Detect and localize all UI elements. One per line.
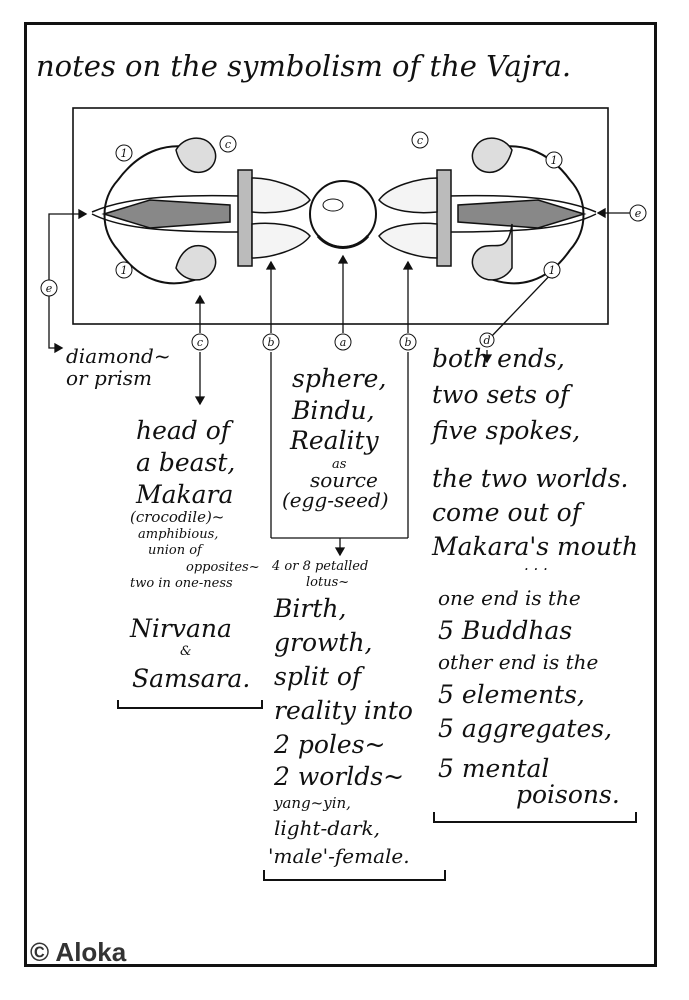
label-buddhas-line2: 5 Buddhas bbox=[438, 616, 573, 645]
label-ends-line2: two sets of bbox=[432, 380, 570, 409]
lotus-left-upper bbox=[251, 177, 311, 214]
label-ends-line3: five spokes, bbox=[432, 416, 581, 445]
marker-b-left bbox=[262, 333, 280, 351]
marker-e-left bbox=[40, 279, 58, 297]
label-buddhas-line6: 5 mental bbox=[438, 754, 550, 783]
vajra-right-prong-bottom bbox=[447, 213, 597, 233]
label-beast-line7: opposites~ bbox=[186, 560, 260, 575]
label-beast-line1: head of bbox=[136, 416, 231, 445]
label-buddhas-line4: 5 elements, bbox=[438, 680, 585, 709]
birth-underline bbox=[263, 870, 446, 881]
label-birth-line8: light-dark, bbox=[274, 816, 381, 840]
marker-1-right-top bbox=[545, 151, 563, 169]
label-ends-dots: . . . bbox=[524, 556, 548, 574]
label-beast-line4: (crocodile)~ bbox=[130, 508, 225, 526]
marker-c-left bbox=[219, 135, 237, 153]
label-samsara: Samsara. bbox=[132, 664, 251, 693]
copyright-notice: © Aloka bbox=[30, 937, 127, 967]
label-lotus-line2: lotus~ bbox=[306, 575, 350, 590]
left-collar bbox=[237, 169, 253, 267]
label-ampersand: & bbox=[180, 644, 192, 659]
marker-c-right-text: c bbox=[417, 134, 423, 147]
marker-a bbox=[334, 333, 352, 351]
marker-c-left-text: c bbox=[225, 138, 231, 151]
label-lotus-line1: 4 or 8 petalled bbox=[272, 559, 369, 574]
label-birth-line7: yang~yin, bbox=[274, 794, 351, 812]
label-sphere-line3: Reality bbox=[290, 426, 379, 455]
makara-head-top-left bbox=[175, 137, 217, 174]
marker-1-left-bottom-text: 1 bbox=[121, 264, 128, 277]
label-birth-line2: growth, bbox=[274, 628, 373, 657]
vajra-left-prong-bottom bbox=[91, 213, 241, 233]
label-buddhas-line3: other end is the bbox=[438, 650, 599, 674]
label-beast-line2: a beast, bbox=[136, 448, 236, 477]
marker-c-right bbox=[411, 131, 429, 149]
marker-b-left-text: b bbox=[267, 336, 274, 349]
right-collar bbox=[436, 169, 452, 267]
label-birth-line4: reality into bbox=[274, 696, 413, 725]
label-buddhas-line5: 5 aggregates, bbox=[438, 714, 613, 743]
marker-d-text: d bbox=[483, 334, 490, 347]
marker-1-right-bottom-text: 1 bbox=[549, 264, 556, 277]
marker-1-right-bottom bbox=[543, 261, 561, 279]
marker-a-text: a bbox=[340, 336, 347, 349]
marker-e-right bbox=[629, 204, 647, 222]
label-beast-line8: two in one-ness bbox=[130, 576, 233, 591]
lotus-left-lower bbox=[251, 222, 311, 259]
label-birth-line6: 2 worlds~ bbox=[274, 762, 405, 791]
label-ends-line1: both ends, bbox=[432, 344, 565, 373]
marker-e-right-text: e bbox=[635, 207, 642, 220]
label-sphere-line1: sphere, bbox=[292, 364, 387, 393]
label-sphere-line2: Bindu, bbox=[292, 396, 375, 425]
page-frame bbox=[24, 22, 657, 967]
label-buddhas-line7: poisons. bbox=[516, 780, 620, 809]
marker-1-left-top bbox=[115, 144, 133, 162]
label-nirvana: Nirvana bbox=[130, 614, 232, 643]
marker-1-left-bottom bbox=[115, 261, 133, 279]
vajra-left-prong-top bbox=[91, 194, 241, 213]
label-beast-line6: union of bbox=[148, 543, 202, 558]
label-ends-line5: come out of bbox=[432, 498, 581, 527]
lotus-right-lower bbox=[378, 222, 438, 259]
makara-head-top-right bbox=[471, 137, 513, 174]
marker-b-right bbox=[399, 333, 417, 351]
label-beast-line3: Makara bbox=[136, 480, 234, 509]
marker-c-below-text: c bbox=[197, 336, 203, 349]
label-birth-line9: 'male'-female. bbox=[268, 844, 410, 868]
label-ends-line6: Makara's mouth bbox=[432, 532, 639, 561]
vajra-right-spoke bbox=[457, 199, 587, 229]
label-sphere-line5: source bbox=[310, 468, 378, 492]
marker-c-below bbox=[191, 333, 209, 351]
nirvana-underline bbox=[117, 700, 263, 709]
makara-head-bottom-right bbox=[471, 223, 513, 281]
label-sphere-line4: as bbox=[332, 457, 347, 472]
label-buddhas-line1: one end is the bbox=[438, 586, 581, 610]
label-birth-line1: Birth, bbox=[274, 594, 347, 623]
label-ends-line4: the two worlds. bbox=[432, 464, 629, 493]
lotus-right-upper bbox=[378, 177, 438, 214]
illustration-box bbox=[72, 107, 609, 325]
page-title: notes on the symbolism of the Vajra. bbox=[36, 49, 572, 83]
marker-b-right-text: b bbox=[404, 336, 411, 349]
makara-head-bottom-left bbox=[175, 244, 217, 281]
label-diamond-line2: or prism bbox=[66, 366, 152, 390]
buddhas-underline bbox=[433, 812, 637, 823]
label-birth-line3: split of bbox=[274, 662, 362, 691]
vajra-left-spoke bbox=[101, 199, 231, 229]
label-beast-line5: amphibious, bbox=[138, 527, 219, 542]
marker-1-left-top-text: 1 bbox=[121, 147, 128, 160]
label-birth-line5: 2 poles~ bbox=[274, 730, 386, 759]
marker-d bbox=[479, 332, 495, 348]
label-sphere-line6: (egg-seed) bbox=[282, 488, 389, 512]
marker-1-right-top-text: 1 bbox=[551, 154, 558, 167]
label-diamond-line1: diamond~ bbox=[66, 344, 171, 368]
marker-e-left-text: e bbox=[46, 282, 53, 295]
vajra-right-prong-top bbox=[447, 194, 597, 213]
